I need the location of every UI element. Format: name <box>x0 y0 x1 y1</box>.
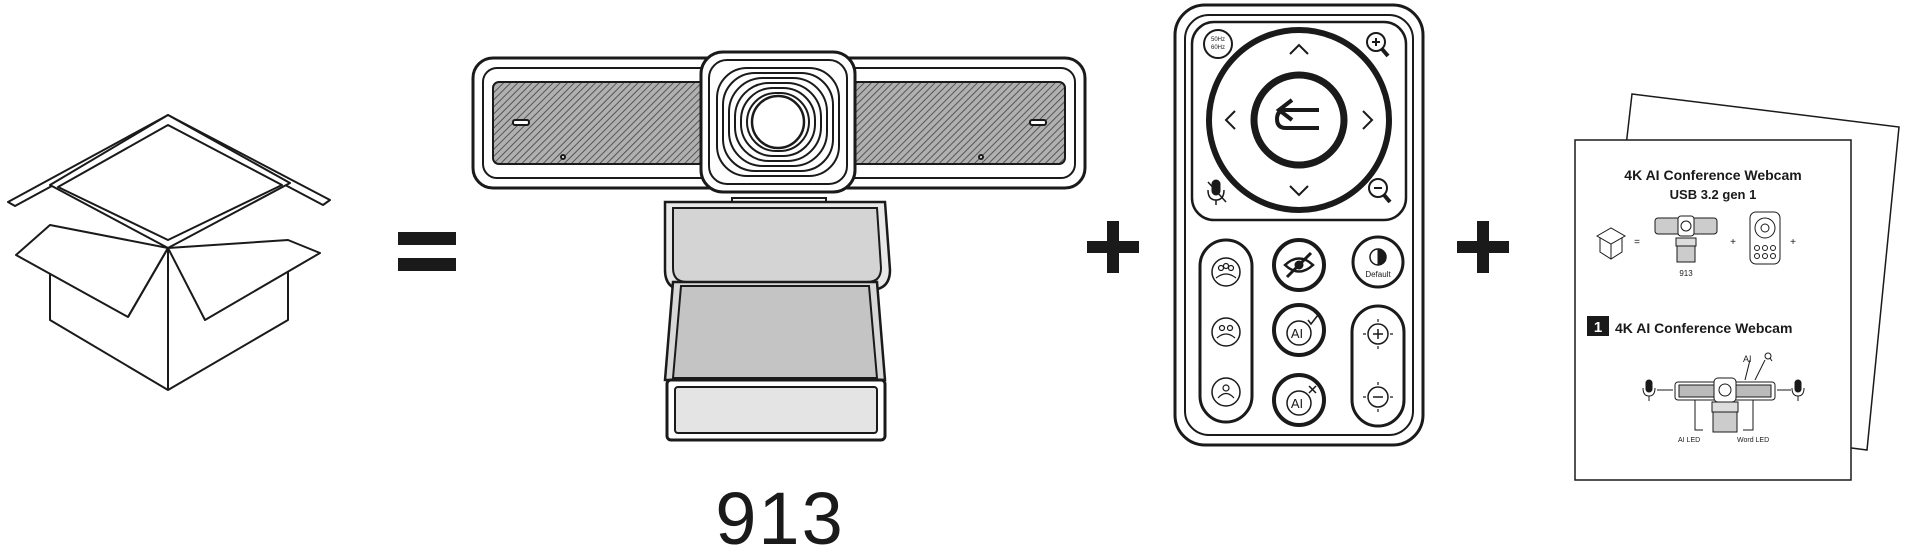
manual-label-word-led: Word LED <box>1737 437 1769 444</box>
webcam-illustration <box>471 50 1087 442</box>
manual-title: 4K AI Conference Webcam <box>1624 167 1801 183</box>
manual-mini-plus-1: + <box>1730 237 1736 248</box>
remote-freq-bottom-label: 60Hz <box>1211 45 1225 51</box>
remote-default-label: Default <box>1365 270 1391 279</box>
remote-control-illustration: 50Hz 60Hz Default AI AI <box>1173 3 1425 447</box>
manual-section-number-box <box>1587 316 1609 336</box>
manual-label-ai-led: AI LED <box>1678 437 1700 444</box>
plus-sign-2: + <box>1457 221 1509 273</box>
manual-section-number: 1 <box>1594 319 1602 336</box>
box-illustration <box>7 114 331 391</box>
plus-sign-1: + <box>1087 221 1139 273</box>
equals-sign: = <box>398 232 456 272</box>
manual-subtitle: USB 3.2 gen 1 <box>1670 187 1757 202</box>
remote-ai-cross-label: AI <box>1291 396 1303 411</box>
manual-section-title: 4K AI Conference Webcam <box>1615 320 1792 336</box>
remote-freq-top-label: 50Hz <box>1211 37 1225 43</box>
manual-callout-ai: AI <box>1743 354 1752 364</box>
webcam-model-label: 913 <box>715 477 845 560</box>
manual-mini-model: 913 <box>1679 269 1693 278</box>
manual-mini-equals: = <box>1634 237 1640 248</box>
remote-ai-check-label: AI <box>1291 326 1303 341</box>
manual-front-sheet <box>1574 139 1852 481</box>
manual-mini-plus-2: + <box>1790 237 1796 248</box>
manual-illustration: 4K AI Conference Webcam USB 3.2 gen 1 = … <box>1574 93 1900 481</box>
